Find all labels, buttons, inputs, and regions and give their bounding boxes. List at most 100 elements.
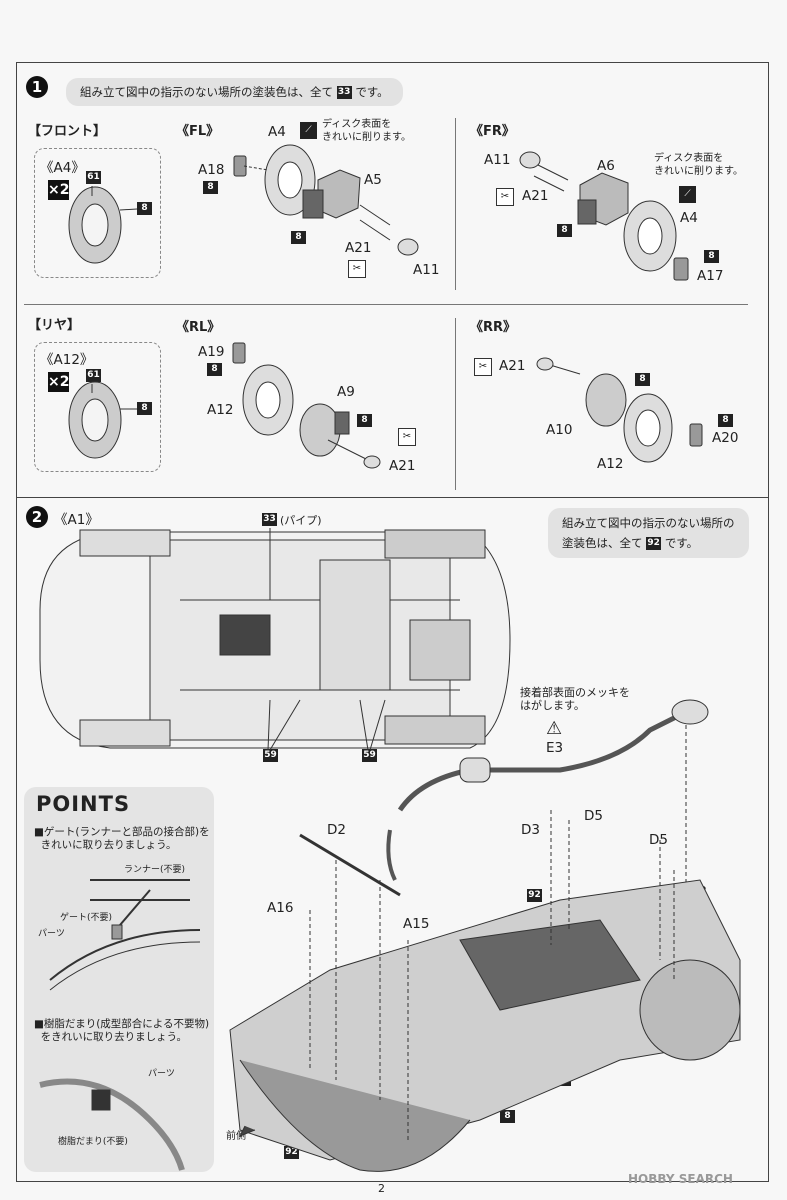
part-label: E3 — [546, 740, 564, 756]
runner-label: ランナー(不要) — [124, 865, 186, 875]
paint-code: 8 — [357, 414, 372, 427]
part-label: A16 — [267, 900, 294, 916]
page-number: 2 — [378, 1182, 385, 1195]
instruction-frame — [16, 62, 769, 1182]
tool-warning-icon: ✂ — [398, 428, 416, 446]
part-label: A21 — [522, 188, 549, 204]
gate-label: ゲート(不要) — [60, 913, 113, 923]
part-label: A20 — [712, 430, 739, 446]
part-label: D5 — [649, 832, 668, 848]
paint-code: 8 — [704, 250, 719, 263]
rear-brake-disc — [68, 381, 137, 459]
part-label: A11 — [484, 152, 511, 168]
tool-warning-icon: ✂ — [496, 188, 514, 206]
part-label: A17 — [697, 268, 724, 284]
paint-code: 33 — [336, 86, 352, 99]
warning-triangle-icon: ⚠ — [546, 718, 563, 739]
rl-rr-divider — [455, 318, 456, 490]
part-label: A12 — [597, 456, 624, 472]
paint-note: 組み立て図中の指示のない場所の塗装色は、全て 33 です。 — [66, 78, 403, 106]
plating-note: 接着部表面のメッキを はがします。 — [520, 686, 630, 712]
points-title: POINTS — [36, 792, 131, 816]
paint-code: 59 — [362, 749, 377, 762]
points-tip-resin: ■樹脂だまり(成型部合による不要物) をきれいに取り去りましょう。 — [34, 1018, 210, 1043]
points-box — [24, 787, 214, 1172]
front-rear-divider — [24, 304, 748, 305]
front-disc-set-box — [34, 148, 161, 278]
part-label: A15 — [403, 916, 430, 932]
paint-code: 8 — [207, 363, 222, 376]
paint-code: 33 — [262, 513, 277, 526]
paint-code: 92 — [284, 1146, 299, 1159]
pipe-label: (パイプ) — [280, 514, 322, 527]
parts-label: パーツ — [38, 929, 65, 939]
disc-note: ディスク表面を きれいに削ります。 — [654, 153, 743, 177]
front-brake-disc — [68, 186, 138, 264]
paint-code: 8 — [557, 224, 572, 237]
paint-code: 8 — [718, 414, 733, 427]
fr-brake-assembly — [519, 151, 689, 281]
exhaust-pipe — [386, 699, 709, 1010]
paint-code: 61 — [86, 171, 101, 184]
step-number: 1 — [26, 76, 48, 98]
count-badge: ×2 — [48, 180, 70, 200]
count-badge: ×2 — [48, 372, 70, 392]
rr-label: 《RR》 — [470, 320, 517, 335]
tool-warning-icon: ✂ — [474, 358, 492, 376]
file-tool-icon: ⟋ — [300, 122, 317, 139]
paint-code: 8 — [203, 181, 218, 194]
disc-note: ディスク表面を きれいに削ります。 — [322, 119, 411, 143]
front-side-label: 前側 — [226, 1131, 246, 1142]
part-label: A19 — [198, 344, 225, 360]
fl-brake-assembly — [233, 144, 419, 256]
part-label: A18 — [198, 162, 225, 178]
step2-part-label: 《A1》 — [54, 512, 99, 528]
rl-brake-assembly — [232, 342, 381, 469]
part-label: D3 — [521, 822, 540, 838]
step-divider — [16, 497, 769, 498]
part-label: A4 — [268, 124, 286, 140]
paint-code: 8 — [137, 402, 152, 415]
paint-code: 59 — [263, 749, 278, 762]
paint-code: 8 — [500, 1110, 515, 1123]
front-section-label: 【フロント】 — [28, 124, 107, 139]
paint-code: 8 — [291, 231, 306, 244]
part-label: A6 — [597, 158, 615, 174]
paint-code: 8 — [137, 202, 152, 215]
paint-code: 92 — [646, 537, 662, 550]
part-label: A11 — [413, 262, 440, 278]
paint-note: 組み立て図中の指示のない場所の 塗装色は、全て 92 です。 — [548, 508, 749, 558]
step-number: 2 — [26, 506, 48, 528]
points-resin-illustration — [39, 1078, 185, 1171]
rear-disc-set-box — [34, 342, 161, 472]
fl-label: 《FL》 — [176, 124, 220, 139]
points-tip-gate: ■ゲート(ランナーと部品の接合部)を きれいに取り去りましょう。 — [34, 826, 210, 851]
part-label: A12 — [207, 402, 234, 418]
part-label: A21 — [389, 458, 416, 474]
rl-label: 《RL》 — [176, 320, 221, 335]
parts-label: パーツ — [148, 1069, 175, 1079]
watermark: HOBBY SEARCH — [628, 1172, 733, 1186]
resin-label: 樹脂だまり(不要) — [58, 1137, 128, 1147]
part-label: A10 — [546, 422, 573, 438]
rear-set-label: 《A12》 — [40, 352, 94, 368]
paint-code: 8 — [635, 373, 650, 386]
rr-brake-assembly — [536, 357, 703, 463]
file-tool-icon: ⟋ — [679, 186, 696, 203]
part-label: A4 — [680, 210, 698, 226]
chassis-underside-view — [39, 528, 511, 751]
rear-section-label: 【リヤ】 — [28, 318, 81, 333]
fr-label: 《FR》 — [470, 124, 515, 139]
part-label: D2 — [327, 822, 346, 838]
part-label: A21 — [499, 358, 526, 374]
paint-code: 61 — [86, 369, 101, 382]
part-label: A9 — [337, 384, 355, 400]
tool-warning-icon: ✂ — [348, 260, 366, 278]
points-gate-illustration — [49, 879, 201, 991]
chassis-3d-view — [229, 810, 741, 1172]
part-label: D5 — [584, 808, 603, 824]
front-set-label: 《A4》 — [40, 160, 85, 176]
part-label: A5 — [364, 172, 382, 188]
part-label: A21 — [345, 240, 372, 256]
